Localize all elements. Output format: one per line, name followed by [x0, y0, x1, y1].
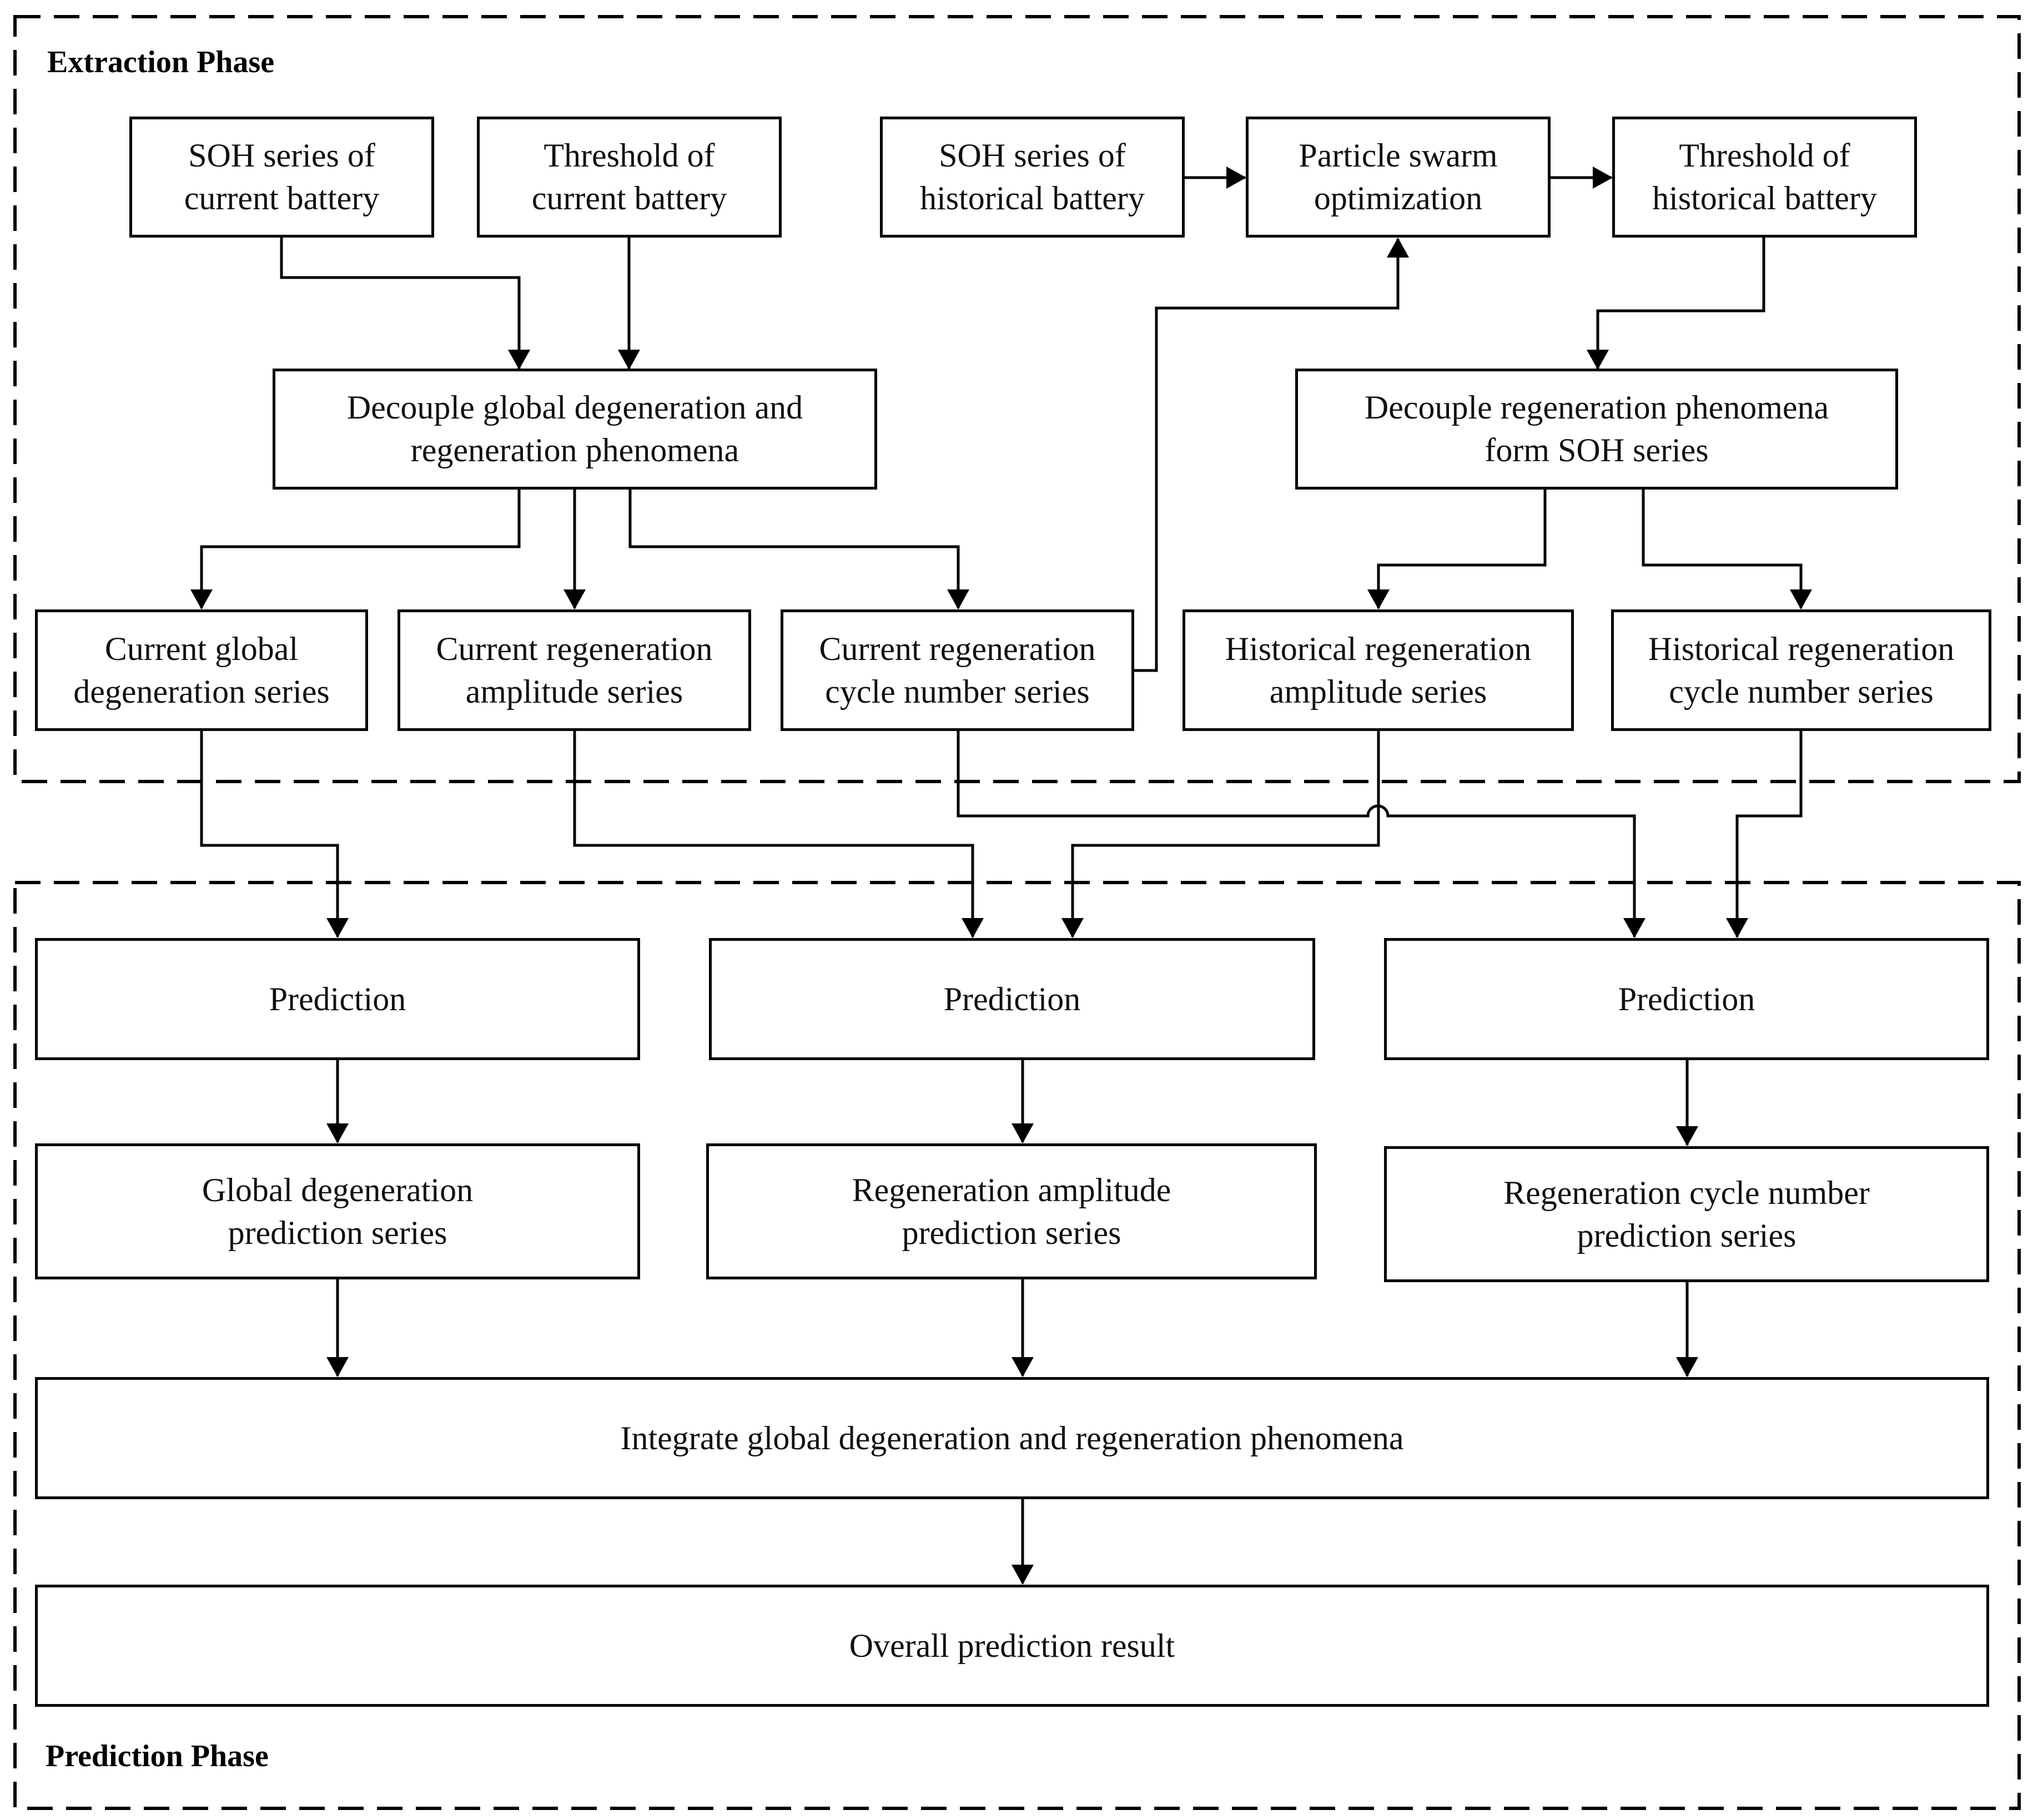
- prediction-box-3: Prediction: [1384, 938, 1989, 1060]
- hist-amp-box: Historical regeneration amplitude series: [1182, 609, 1574, 731]
- threshold-historical-box: Threshold of historical battery: [1612, 117, 1917, 238]
- soh-historical-box: SOH series of historical battery: [880, 117, 1185, 238]
- prediction-box-1: Prediction: [35, 938, 640, 1060]
- current-global-box: Current global degeneration series: [35, 609, 368, 731]
- prediction-box-2: Prediction: [709, 938, 1315, 1060]
- extraction-phase-frame: [13, 15, 2021, 783]
- arrow-current-cycle-to-pso: [1133, 238, 1409, 672]
- cycle-pred-box: Regeneration cycle number prediction ser…: [1384, 1146, 1989, 1282]
- arrow-decouple-regen-to-hist-cycle: [1642, 490, 1812, 609]
- arrow-decouple-to-current-cycle: [628, 490, 969, 609]
- current-amp-box: Current regeneration amplitude series: [397, 609, 751, 731]
- arrow-hist-cycle-to-pred3: [1726, 731, 1803, 938]
- current-cycle-box: Current regeneration cycle number series: [781, 609, 1134, 731]
- arrow-current-amp-to-pred2: [573, 731, 984, 938]
- arrow-current-global-to-pred1: [200, 731, 349, 938]
- arrow-threshold-historical-to-decouple-regen: [1587, 238, 1765, 370]
- arrow-hist-amp-to-pred2: [1061, 731, 1380, 938]
- amp-pred-box: Regeneration amplitude prediction series: [706, 1143, 1317, 1279]
- soh-current-box: SOH series of current battery: [129, 117, 434, 238]
- decouple-global-box: Decouple global degeneration and regener…: [273, 369, 877, 490]
- extraction-phase-label: Extraction Phase: [47, 45, 275, 79]
- overall-result-box: Overall prediction result: [35, 1585, 1989, 1707]
- global-pred-box: Global degeneration prediction series: [35, 1143, 640, 1279]
- hist-cycle-box: Historical regeneration cycle number ser…: [1611, 609, 1991, 731]
- prediction-phase-frame: [13, 881, 2021, 1810]
- threshold-current-box: Threshold of current battery: [477, 117, 782, 238]
- integrate-box: Integrate global degeneration and regene…: [35, 1377, 1989, 1499]
- arrow-decouple-regen-to-hist-amp: [1367, 490, 1547, 609]
- prediction-phase-label: Prediction Phase: [46, 1739, 269, 1773]
- pso-box: Particle swarm optimization: [1246, 117, 1551, 238]
- arrow-current-cycle-to-pred3: [957, 731, 1646, 938]
- arrow-soh-current-to-decouple: [280, 238, 530, 370]
- decouple-regen-box: Decouple regeneration phenomena form SOH…: [1295, 369, 1898, 490]
- arrow-decouple-to-current-global: [190, 490, 521, 609]
